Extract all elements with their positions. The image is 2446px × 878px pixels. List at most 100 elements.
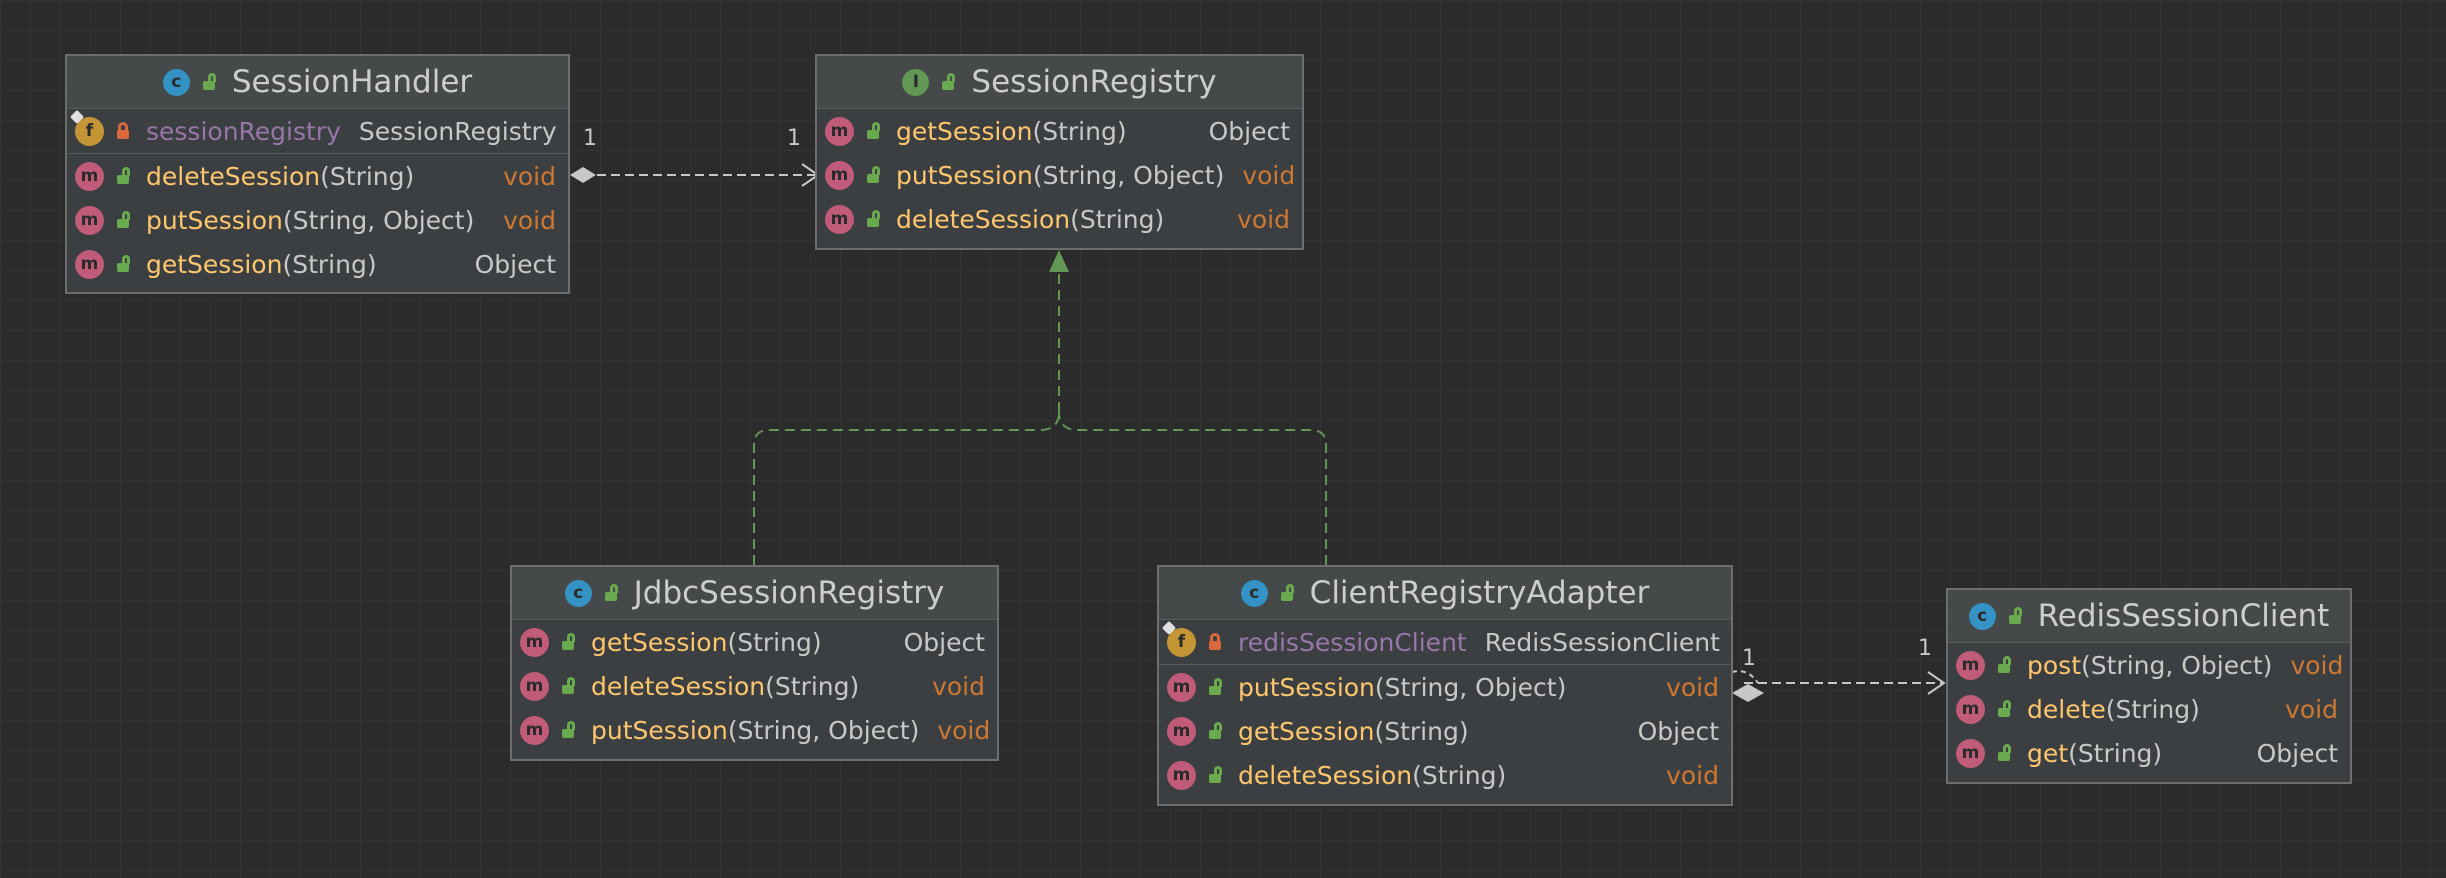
class-redissessionclient[interactable]: c RedisSessionClient m post(String, Obje… — [1946, 588, 2352, 784]
method-m-icon: m — [75, 161, 104, 191]
method-row[interactable]: m deleteSession(String) void — [512, 664, 997, 708]
realization-arrow-icon — [1049, 250, 1069, 272]
method-params: (String) — [765, 671, 860, 701]
public-lock-icon — [1995, 700, 2013, 718]
method-name: post — [2027, 650, 2081, 680]
method-name: putSession — [1238, 672, 1375, 702]
method-m-icon: m — [520, 627, 549, 657]
multiplicity-label: 1 — [1742, 646, 1756, 671]
field-row[interactable]: f sessionRegistry SessionRegistry — [67, 109, 568, 153]
method-m-icon: m — [75, 205, 104, 235]
interface-i-icon: I — [902, 68, 930, 96]
class-header[interactable]: I SessionRegistry — [817, 56, 1302, 109]
public-lock-icon — [1206, 722, 1224, 740]
method-return-type: void — [1666, 672, 1719, 702]
method-row[interactable]: m getSession(String) Object — [67, 242, 568, 286]
method-name: putSession — [146, 205, 283, 235]
public-lock-icon — [1995, 656, 2013, 674]
method-m-icon: m — [1167, 672, 1196, 702]
method-name: delete — [2027, 694, 2106, 724]
field-type: SessionRegistry — [358, 116, 557, 146]
method-row[interactable]: m putSession(String, Object) void — [817, 153, 1302, 197]
public-lock-icon — [559, 677, 577, 695]
public-lock-icon — [559, 633, 577, 651]
method-m-icon: m — [825, 204, 854, 234]
public-lock-icon — [114, 167, 132, 185]
class-header[interactable]: c ClientRegistryAdapter — [1159, 567, 1731, 620]
method-return-type: void — [2290, 650, 2344, 680]
class-title: JdbcSessionRegistry — [633, 575, 945, 611]
method-params: (String) — [2105, 694, 2200, 724]
method-m-icon: m — [1956, 650, 1985, 680]
method-m-icon: m — [1956, 738, 1985, 768]
private-lock-icon — [1206, 633, 1224, 651]
class-jdbcsessionregistry[interactable]: c JdbcSessionRegistry m getSession(Strin… — [510, 565, 999, 761]
method-m-icon: m — [520, 715, 549, 745]
field-name: redisSessionClient — [1238, 627, 1467, 657]
edge-realization-to-sessionregistry — [753, 250, 1327, 565]
public-lock-icon — [864, 210, 882, 228]
method-row[interactable]: m putSession(String, Object) void — [512, 708, 997, 752]
class-header[interactable]: c RedisSessionClient — [1948, 590, 2350, 643]
method-name: deleteSession — [896, 204, 1071, 234]
method-params: (String) — [1374, 716, 1469, 746]
public-lock-icon — [602, 584, 620, 602]
methods-section: m putSession(String, Object) void m getS… — [1159, 665, 1731, 797]
method-row[interactable]: m deleteSession(String) void — [817, 197, 1302, 241]
arrow-head-icon — [1927, 671, 1946, 695]
method-row[interactable]: m getSession(String) Object — [1159, 709, 1731, 753]
class-sessionregistry[interactable]: I SessionRegistry m getSession(String) O… — [815, 54, 1304, 250]
method-return-type: Object — [1208, 116, 1290, 146]
field-type: RedisSessionClient — [1484, 627, 1720, 657]
method-return-type: void — [1237, 204, 1290, 234]
method-row[interactable]: m post(String, Object) void — [1948, 643, 2350, 687]
method-return-type: void — [1666, 760, 1719, 790]
composition-diamond-icon — [1732, 684, 1764, 702]
class-title: SessionRegistry — [971, 64, 1217, 100]
method-row[interactable]: m delete(String) void — [1948, 687, 2350, 731]
public-lock-icon — [939, 73, 957, 91]
method-return-type: Object — [2256, 738, 2338, 768]
public-lock-icon — [114, 255, 132, 273]
method-row[interactable]: m getSession(String) Object — [512, 620, 997, 664]
method-params: (String) — [282, 249, 377, 279]
class-header[interactable]: c SessionHandler — [67, 56, 568, 109]
method-return-type: void — [503, 205, 556, 235]
edge-sessionhandler-to-sessionregistry: 1 1 — [570, 126, 820, 187]
public-lock-icon — [559, 721, 577, 739]
composition-diamond-icon — [570, 167, 596, 183]
method-m-icon: m — [520, 671, 549, 701]
method-return-type: void — [1242, 160, 1296, 190]
public-lock-icon — [2006, 607, 2024, 625]
method-row[interactable]: m putSession(String, Object) void — [1159, 665, 1731, 709]
method-name: putSession — [591, 715, 728, 745]
methods-section: m getSession(String) Object m putSession… — [817, 109, 1302, 241]
public-lock-icon — [864, 122, 882, 140]
multiplicity-label: 1 — [787, 126, 801, 151]
method-name: getSession — [146, 249, 283, 279]
class-title: SessionHandler — [231, 64, 473, 100]
multiplicity-label: 1 — [1918, 636, 1932, 661]
method-row[interactable]: m deleteSession(String) void — [67, 154, 568, 198]
method-m-icon: m — [75, 249, 104, 279]
method-row[interactable]: m get(String) Object — [1948, 731, 2350, 775]
public-lock-icon — [1206, 678, 1224, 696]
method-row[interactable]: m getSession(String) Object — [817, 109, 1302, 153]
class-header[interactable]: c JdbcSessionRegistry — [512, 567, 997, 620]
public-lock-icon — [114, 211, 132, 229]
method-row[interactable]: m putSession(String, Object) void — [67, 198, 568, 242]
method-params: (String, Object) — [1032, 160, 1225, 190]
class-sessionhandler[interactable]: c SessionHandler f sessionRegistry Sessi… — [65, 54, 570, 294]
method-params: (String) — [320, 161, 415, 191]
class-clientregistryadapter[interactable]: c ClientRegistryAdapter f redisSessionCl… — [1157, 565, 1733, 806]
private-lock-icon — [114, 122, 132, 140]
public-lock-icon — [1206, 766, 1224, 784]
method-row[interactable]: m deleteSession(String) void — [1159, 753, 1731, 797]
methods-section: m getSession(String) Object m deleteSess… — [512, 620, 997, 752]
method-m-icon: m — [825, 116, 854, 146]
method-name: getSession — [1238, 716, 1375, 746]
field-row[interactable]: f redisSessionClient RedisSessionClient — [1159, 620, 1731, 664]
public-lock-icon — [1278, 584, 1296, 602]
method-params: (String) — [727, 627, 822, 657]
